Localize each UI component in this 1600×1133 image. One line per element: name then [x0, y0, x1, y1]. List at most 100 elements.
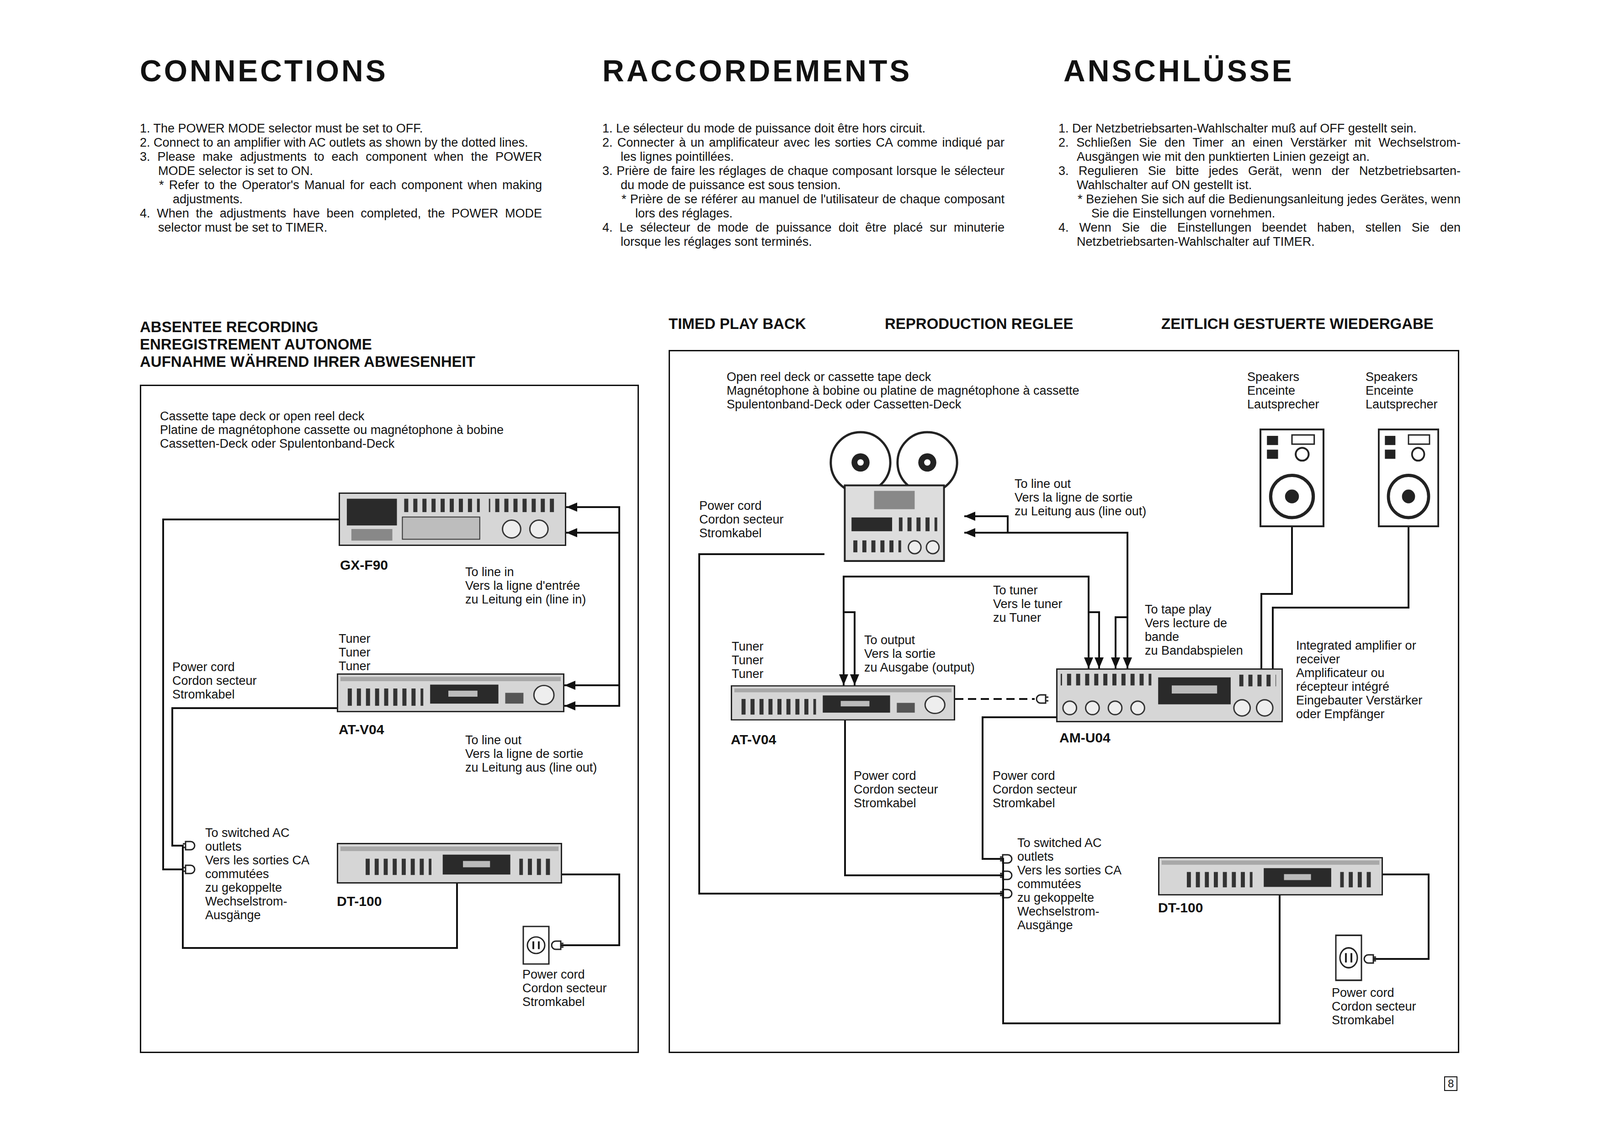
connection-note-group: To outputVers la sortiezu Ausgabe (outpu…: [864, 633, 975, 675]
cable-connector: [172, 708, 458, 949]
ac-plug: [182, 865, 195, 874]
connection-note: To tape play: [1144, 602, 1253, 617]
connection-note: zu Tuner: [993, 611, 1063, 625]
instruction-text: 2. Schließen Sie den Timer an einen Vers…: [1058, 135, 1461, 165]
signal-arrow: [566, 531, 620, 534]
device-label: Speakers: [1365, 370, 1438, 384]
device-label: Tuner: [338, 659, 371, 674]
outlet-note-group: To switched AC outletsVers les sorties C…: [205, 826, 325, 923]
cable-note: Stromkabel: [853, 796, 939, 811]
tuner-drawing: [337, 674, 564, 712]
device-label-group: SpeakersEnceinteLautsprecher: [1365, 370, 1438, 412]
connection-note: Vers le tuner: [993, 597, 1063, 612]
cable-connector: [163, 519, 458, 949]
dashed-power-cable: [955, 698, 1035, 701]
device-label-group: Cassette tape deck or open reel deckPlat…: [159, 409, 504, 451]
panel-heading-group: REPRODUCTION REGLEE: [884, 315, 1074, 333]
connection-note: To tuner: [993, 583, 1063, 598]
outlet-note: zu gekoppelte Wechselstrom- Ausgänge: [205, 881, 325, 923]
cable-note: Cordon secteur: [992, 782, 1078, 797]
section-heading-group: ANSCHLÜSSE: [1063, 53, 1295, 88]
connection-note: To line out: [465, 733, 597, 748]
wall-outlet: [1335, 935, 1362, 981]
cable-connector: [982, 717, 1280, 1024]
connection-note: To line out: [1014, 477, 1147, 491]
cable-note: Power cord: [172, 660, 257, 675]
instruction-text: * Prière de se référer au manuel de l'ut…: [602, 192, 1005, 221]
section-heading: CONNECTIONS: [139, 53, 389, 88]
connection-note: zu Leitung aus (line out): [465, 760, 597, 775]
reel-deck-drawing: [830, 432, 957, 562]
panel-heading: ZEITLICH GESTUERTE WIEDERGABE: [1161, 315, 1434, 333]
device-label-group: TunerTunerTuner: [731, 639, 764, 681]
outlet-note: To switched AC outlets: [1017, 836, 1137, 864]
connection-note: zu Leitung ein (line in): [465, 592, 586, 607]
connection-note: Vers la ligne de sortie: [1014, 490, 1147, 505]
signal-arrow: [564, 684, 620, 687]
connection-note-group: To line inVers la ligne d'entréezu Leitu…: [465, 565, 586, 607]
signal-arrow: [964, 516, 1008, 533]
diagram-panel: TIMED PLAY BACKREPRODUCTION REGLEEZEITLI…: [668, 350, 1460, 1054]
timer-drawing: [337, 843, 562, 883]
instruction-text: 4. When the adjustments have been comple…: [139, 206, 543, 235]
cable-note: Power cord: [699, 499, 784, 513]
cable-note-group: Power cordCordon secteurStromkabel: [853, 769, 939, 811]
panel-heading: REPRODUCTION REGLEE: [884, 315, 1074, 333]
device-label: AT-V04: [338, 722, 384, 738]
diagram-panel: ABSENTEE RECORDINGENREGISTREMENT AUTONOM…: [139, 384, 639, 1054]
panel-heading: AUFNAHME WÄHREND IHRER ABWESENHEIT: [139, 353, 476, 371]
cable-connector: [564, 507, 620, 707]
cable-note: Stromkabel: [699, 526, 784, 541]
ac-plug: [1364, 955, 1377, 964]
connection-note: To line in: [465, 565, 586, 580]
reel-deck: Open reel deck or cassette tape deckMagn…: [824, 430, 965, 564]
device-label: GX-F90: [340, 557, 389, 574]
device-label: Magnétophone à bobine ou platine de magn…: [726, 383, 1080, 398]
cable-note-group: Power cordCordon secteurStromkabel: [992, 769, 1078, 811]
device-label-group: GX-F90: [340, 557, 389, 574]
cable-note: Cordon secteur: [1331, 999, 1417, 1014]
speaker: SpeakersEnceinteLautsprecher: [1259, 428, 1325, 528]
outlet-note: To switched AC outlets: [205, 826, 325, 854]
device-label: Tuner: [731, 639, 764, 654]
cable-note-group: Power cordCordon secteurStromkabel: [522, 967, 607, 1010]
device-label: Enceinte: [1365, 383, 1438, 398]
outlet-note: Vers les sorties CA commutées: [205, 853, 325, 882]
page-number: 8: [1447, 1077, 1454, 1091]
signal-arrow: [1088, 612, 1100, 669]
connection-note: Vers lecture de bande: [1144, 616, 1253, 644]
connection-note: To output: [864, 633, 975, 648]
outlet-note-group: To switched AC outletsVers les sorties C…: [1017, 836, 1137, 933]
device-label-group: Open reel deck or cassette tape deckMagn…: [726, 370, 1080, 412]
timer: DT-100: [336, 843, 563, 884]
outlet-note: Vers les sorties CA commutées: [1017, 863, 1137, 892]
panel-heading-group: ABSENTEE RECORDINGENREGISTREMENT AUTONOM…: [139, 318, 476, 371]
speaker-drawing: [1378, 429, 1439, 527]
cable-note: Cordon secteur: [522, 981, 607, 996]
timer: DT-100: [1158, 857, 1383, 896]
section-heading: ANSCHLÜSSE: [1063, 53, 1295, 88]
cassette-deck: Cassette tape deck or open reel deckPlat…: [338, 492, 567, 547]
device-label: AT-V04: [730, 732, 777, 748]
device-label: AM-U04: [1059, 730, 1111, 746]
connection-note: Vers la sortie: [864, 647, 975, 661]
tuner: TunerTunerTunerAT-V04: [730, 685, 956, 721]
device-label-group: AT-V04: [730, 732, 777, 748]
device-label: Lautsprecher: [1365, 397, 1438, 412]
cable-note: Power cord: [522, 967, 607, 982]
device-label: Tuner: [731, 667, 764, 681]
section-heading: RACCORDEMENTS: [602, 53, 912, 88]
cable-note: Power cord: [1331, 986, 1417, 1000]
device-label-group: DT-100: [336, 893, 382, 910]
cassette-deck-drawing: [339, 493, 566, 546]
connection-note: zu Bandabspielen: [1144, 643, 1253, 658]
instruction-text-group: 1. Le sélecteur du mode de puissance doi…: [602, 121, 1005, 250]
connection-note-group: To line outVers la ligne de sortiezu Lei…: [1014, 477, 1147, 519]
cable-note: Cordon secteur: [853, 782, 939, 797]
connection-note: zu Ausgabe (output): [864, 660, 975, 675]
device-label: Tuner: [731, 653, 764, 668]
outlet-note: zu gekoppelte Wechselstrom- Ausgänge: [1017, 891, 1137, 933]
panel-heading-group: TIMED PLAY BACK: [668, 315, 807, 333]
speaker: SpeakersEnceinteLautsprecher: [1377, 428, 1440, 528]
ac-plug: [551, 941, 564, 950]
